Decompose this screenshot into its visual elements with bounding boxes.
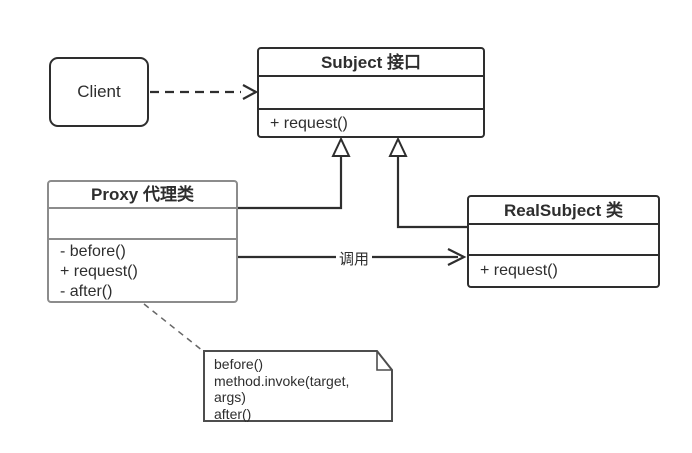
client-to-subject-dependency-arrow <box>150 84 259 100</box>
subject-methods-section: + request() <box>259 110 483 137</box>
call-arrow-label: 调用 <box>336 248 373 269</box>
proxy-to-subject-realization-arrow <box>238 136 351 210</box>
note-line: args) <box>214 389 246 405</box>
realsubject-to-subject-realization-arrow <box>388 136 467 229</box>
realsubject-attributes-section <box>469 225 658 256</box>
realsubject-title: RealSubject 类 <box>469 197 658 225</box>
note-line: method.invoke(target, <box>214 372 350 389</box>
proxy-attributes-section <box>49 209 236 240</box>
client-box: Client <box>49 57 149 127</box>
subject-method-request: + request() <box>270 115 348 132</box>
proxy-box: Proxy 代理类 - before() + request() - after… <box>47 180 238 303</box>
subject-box: Subject 接口 + request() <box>257 47 485 138</box>
hollow-triangle-arrowhead-icon <box>388 136 408 157</box>
note-line: after() <box>214 405 252 422</box>
note-text: before() method.invoke(target, args) aft… <box>214 356 384 422</box>
open-arrowhead-icon <box>242 84 259 100</box>
note-line: before() <box>214 356 264 372</box>
client-label: Client <box>77 82 121 101</box>
hollow-triangle-arrowhead-icon <box>331 136 351 157</box>
proxy-method-before: - before() <box>60 243 126 260</box>
realsubject-box: RealSubject 类 + request() <box>467 195 660 288</box>
proxy-method-after: - after() <box>60 283 113 300</box>
realsubject-methods-section: + request() <box>469 256 658 285</box>
proxy-title: Proxy 代理类 <box>49 182 236 209</box>
note-fold-icon <box>376 351 392 371</box>
subject-title: Subject 接口 <box>259 49 483 77</box>
realsubject-method-request: + request() <box>480 262 558 279</box>
open-arrowhead-icon <box>447 248 467 266</box>
proxy-methods-section: - before() + request() - after() <box>49 240 236 302</box>
subject-attributes-section <box>259 77 483 110</box>
proxy-method-request: + request() <box>60 263 138 280</box>
note-shape <box>203 350 393 422</box>
proxy-to-note-dashed-link <box>143 303 204 352</box>
